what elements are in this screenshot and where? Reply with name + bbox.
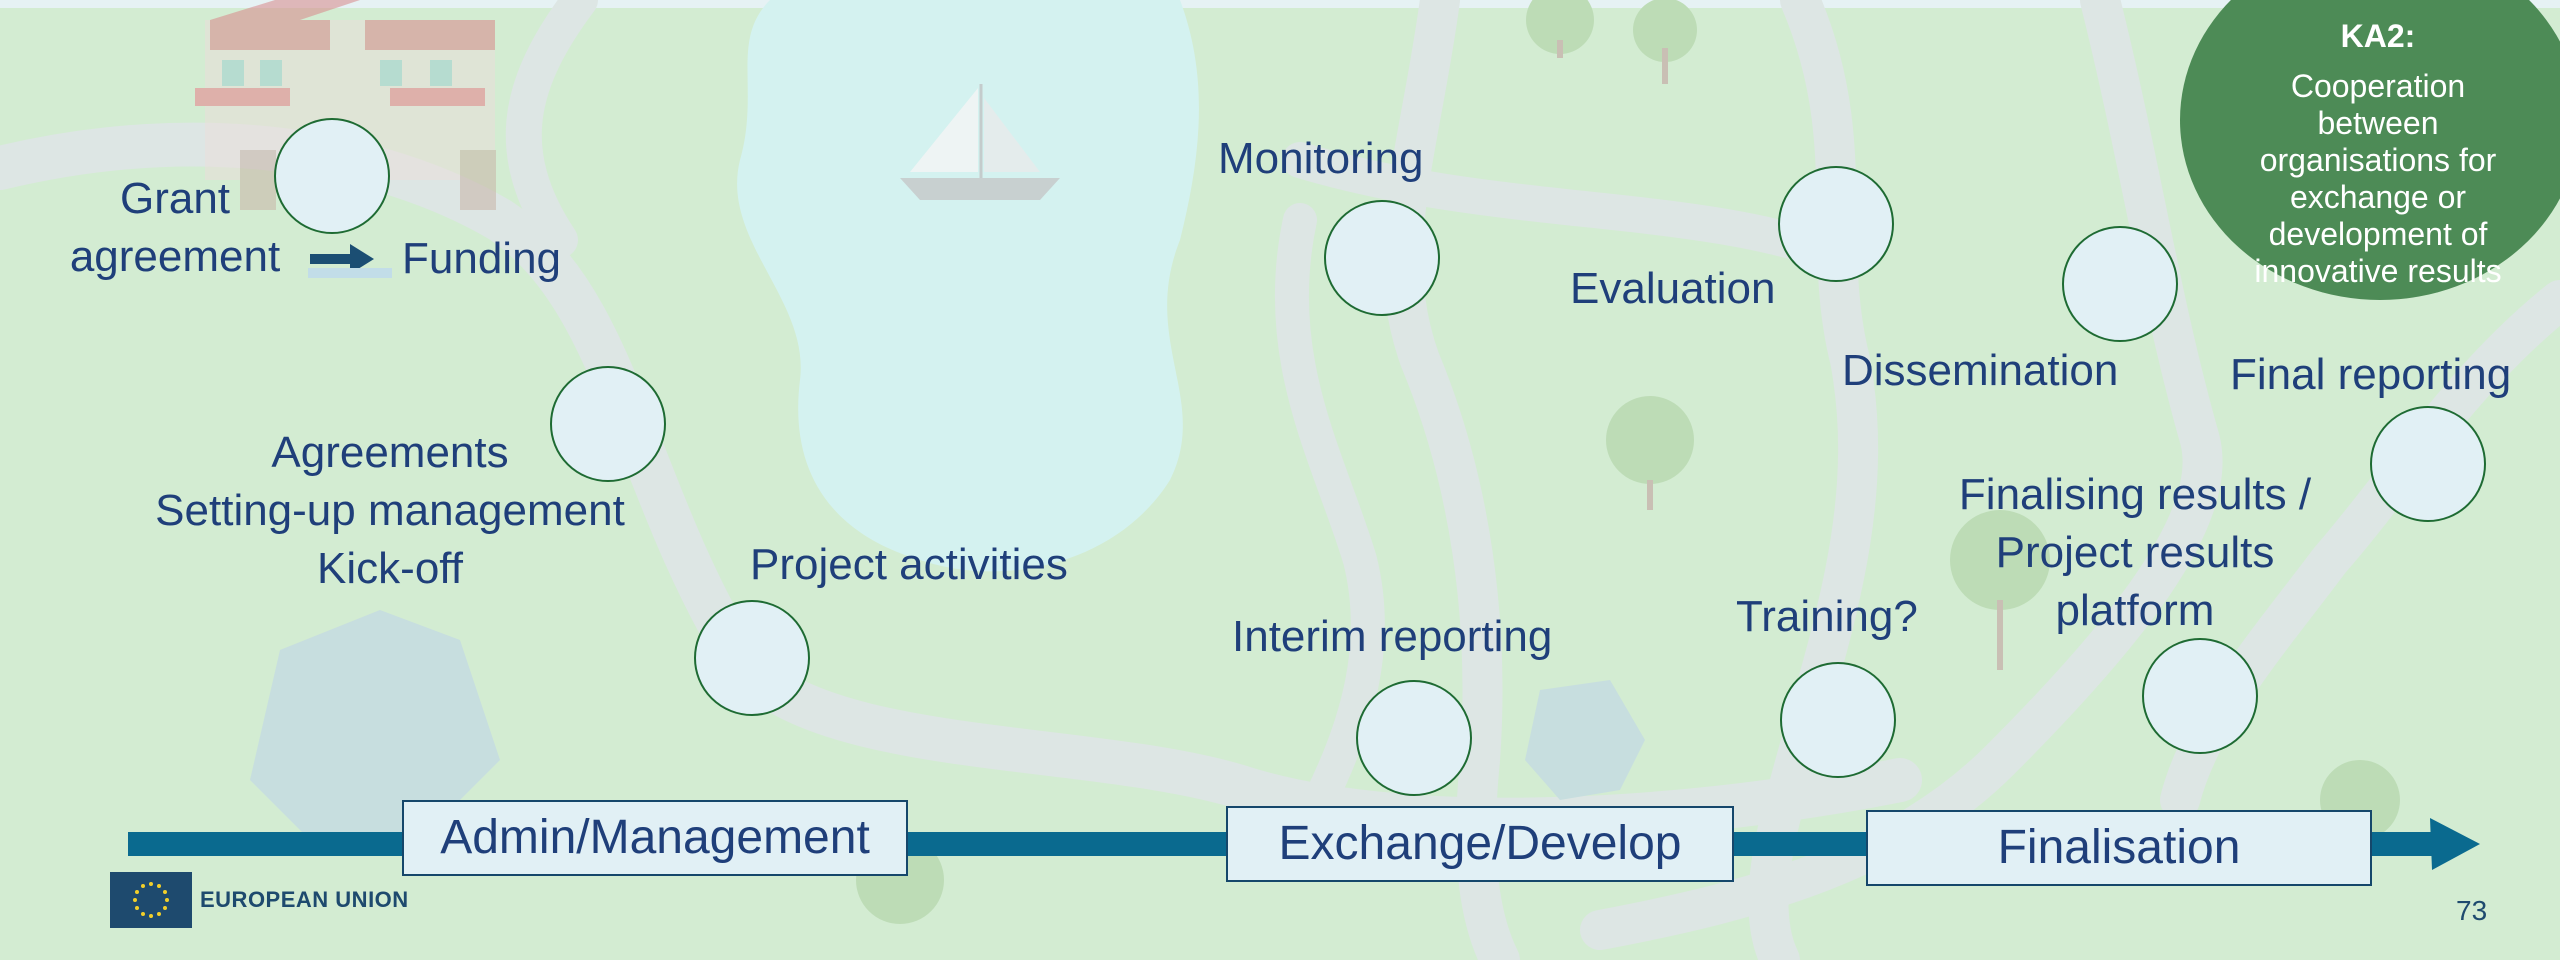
setting-up-label: Setting-up management	[155, 486, 625, 535]
training-label: Training?	[1736, 592, 1918, 641]
project-activities-circle	[694, 600, 810, 716]
agreements-circle	[550, 366, 666, 482]
evaluation-label: Evaluation	[1570, 264, 1776, 313]
training-circle	[1780, 662, 1896, 778]
agreements-label: Agreements	[271, 428, 509, 477]
final-reporting-label: Final reporting	[2230, 350, 2512, 399]
grant-circle	[274, 118, 390, 234]
ka2-description: Cooperation between organisations for ex…	[2254, 68, 2502, 289]
page-number: 73	[2456, 895, 2488, 926]
grant-agreement-label: Grant agreement	[60, 170, 290, 286]
agreements-label-group: Agreements Setting-up management Kick-of…	[100, 424, 680, 598]
grant-label-line1: Grant	[119, 174, 231, 223]
final-reporting-circle	[2370, 406, 2486, 522]
interim-reporting-circle	[1356, 680, 1472, 796]
finalising-label-line2: Project results	[1995, 528, 2275, 577]
finalising-label-line1: Finalising results /	[1958, 470, 2312, 519]
project-activities-label: Project activities	[750, 540, 1068, 589]
monitoring-circle	[1324, 200, 1440, 316]
finalising-label-line3: platform	[2055, 586, 2215, 635]
eu-flag-icon	[110, 872, 192, 928]
evaluation-circle	[1778, 166, 1894, 282]
ka2-badge	[2180, 0, 2560, 300]
grant-label-line2: agreement	[69, 232, 281, 281]
dissemination-label: Dissemination	[1842, 346, 2119, 395]
ka2-title: KA2:	[2340, 18, 2416, 54]
monitoring-label: Monitoring	[1218, 134, 1424, 183]
finalising-results-label-group: Finalising results / Project results pla…	[1920, 466, 2350, 640]
dissemination-circle	[2062, 226, 2178, 342]
phase-finalisation: Finalisation	[1866, 810, 2372, 886]
phase-admin-management: Admin/Management	[402, 800, 908, 876]
interim-reporting-label: Interim reporting	[1232, 612, 1553, 661]
phase-exchange-develop: Exchange/Develop	[1226, 806, 1734, 882]
kickoff-label: Kick-off	[317, 544, 463, 593]
eu-logo-text: EUROPEAN UNION	[200, 887, 409, 912]
funding-label: Funding	[402, 234, 562, 283]
finalising-results-circle	[2142, 638, 2258, 754]
